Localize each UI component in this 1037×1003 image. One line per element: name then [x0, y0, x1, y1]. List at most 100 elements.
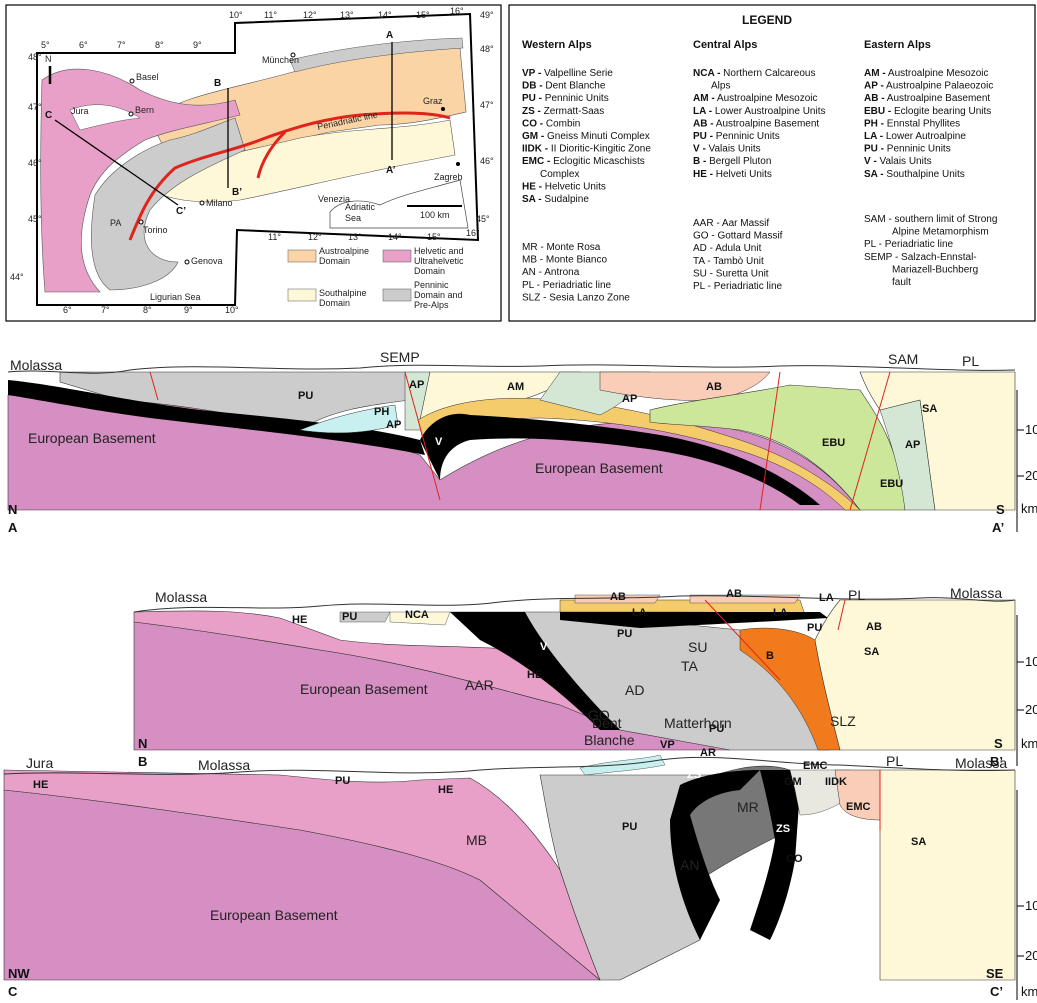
svg-text:Penninic: Penninic: [414, 280, 449, 290]
legend-entry: AAR - Aar Massif: [693, 218, 769, 229]
legend-entry: SA - Sudalpine: [522, 194, 589, 205]
section-c-matterhorn: Matterhorn: [664, 715, 732, 731]
unit-nca: NCA: [405, 609, 429, 621]
legend-entry: PH - Ennstal Phyllites: [864, 118, 960, 129]
axis-tick-label: 10: [1025, 422, 1037, 437]
svg-text:10°: 10°: [225, 305, 239, 315]
legend-entry: PL - Periadriatic line: [522, 280, 612, 291]
unit-ar: AR: [700, 747, 716, 759]
svg-text:12°: 12°: [303, 10, 317, 20]
axis-unit: km: [1021, 736, 1037, 751]
section-a-molassa: Molassa: [10, 357, 62, 373]
unit-sa: SA: [911, 836, 926, 848]
legend-entry: Mariazell-Buchberg: [892, 264, 978, 275]
legend-entry: V - Valais Units: [693, 144, 761, 155]
unit-am: AM: [507, 381, 524, 393]
svg-text:9°: 9°: [184, 305, 193, 315]
legend-entry: LA - Lower Austroalpine Units: [693, 106, 825, 117]
unit-ad: AD: [625, 682, 644, 698]
unit-la: LA: [773, 607, 788, 619]
unit-ap: AP: [409, 379, 424, 391]
legend-entry: NCA - Northern Calcareous: [693, 68, 815, 79]
legend-entry: HE - Helveti Units: [693, 169, 772, 180]
unit-mr: MR: [737, 799, 759, 815]
axis-unit: km: [1021, 501, 1037, 516]
svg-text:11°: 11°: [264, 10, 277, 20]
svg-text:Austroalpine: Austroalpine: [319, 246, 369, 256]
unit-ab: AB: [866, 621, 882, 633]
city-milano: Milano: [206, 198, 233, 208]
legend-entry: EMC - Eclogitic Micaschists: [522, 156, 645, 167]
axis-tick-label: 10: [1025, 654, 1037, 669]
map-label-c2: C’: [176, 206, 186, 217]
legend-entry: LA - Lower Autroalpine: [864, 131, 966, 142]
unit-he: HE: [438, 784, 453, 796]
legend-entry: AP - Austroalpine Palaeozoic: [864, 81, 993, 92]
legend-entry: fault: [892, 277, 911, 288]
svg-text:16°: 16°: [466, 228, 480, 238]
map-label-a2: A’: [386, 165, 396, 176]
legend-entry: MB - Monte Bianco: [522, 255, 607, 266]
unit-he: HE: [292, 614, 307, 626]
section-a-pl: PL: [962, 353, 979, 369]
legend-entry: AB - Austroalpine Basement: [693, 118, 819, 129]
legend-entry: GM - Gneiss Minuti Complex: [522, 131, 650, 142]
svg-text:7°: 7°: [101, 305, 110, 315]
svg-text:11°: 11°: [268, 232, 281, 242]
legend-entry: PU - Penninic Units: [522, 93, 609, 104]
svg-text:14°: 14°: [388, 232, 402, 242]
unit-ap: AP: [905, 439, 920, 451]
svg-text:Southalpine: Southalpine: [319, 288, 367, 298]
legend-entry: AM - Austroalpine Mesozoic: [864, 68, 989, 79]
city-torino: Torino: [143, 225, 168, 235]
svg-text:Pre-Alps: Pre-Alps: [414, 300, 449, 310]
unit-emc: EMC: [846, 801, 871, 813]
legend-entry: SAM - southern limit of Strong: [864, 214, 997, 225]
legend-entry: AD - Adula Unit: [693, 243, 762, 254]
svg-text:48°: 48°: [480, 44, 494, 54]
unit-emc: EMC: [803, 760, 828, 772]
svg-text:47°: 47°: [28, 102, 42, 112]
city-munchen: München: [262, 55, 299, 65]
svg-text:10°: 10°: [229, 10, 243, 20]
city-genova: Genova: [191, 256, 223, 266]
basement-label: European Basement: [28, 430, 156, 446]
north-label: N: [45, 54, 52, 64]
legend-entry: PU - Penninic Units: [864, 144, 951, 155]
legend-entry: GO - Gottard Massif: [693, 231, 783, 242]
section-c-pl: PL: [886, 753, 903, 769]
svg-text:9°: 9°: [193, 40, 202, 50]
svg-text:5°: 5°: [41, 40, 50, 50]
section-b-pl: PL: [848, 587, 865, 603]
legend-entry: AB - Austroalpine Basement: [864, 93, 990, 104]
svg-text:44°: 44°: [10, 272, 24, 282]
svg-text:16°: 16°: [450, 6, 464, 16]
map-label-b2: B’: [232, 187, 242, 198]
unit-ph: PH: [374, 406, 389, 418]
unit-su: SU: [688, 639, 707, 655]
basement-label: European Basement: [535, 460, 663, 476]
legend-east-heading: Eastern Alps: [864, 39, 931, 51]
end-label: A: [8, 520, 18, 535]
unit-iidk: IIDK: [825, 776, 847, 788]
unit-sa: SA: [922, 403, 937, 415]
svg-text:46°: 46°: [28, 158, 42, 168]
unit-he: HE: [33, 779, 48, 791]
legend-entry: AM - Austroalpine Mesozoic: [693, 93, 818, 104]
legend-entry: Alpine Metamorphism: [892, 227, 989, 238]
unit-b: B: [766, 650, 774, 662]
legend-entry: ZS - Zermatt-Saas: [522, 106, 604, 117]
end-label: N: [138, 736, 147, 751]
legend-entry: Complex: [540, 169, 579, 180]
svg-text:13°: 13°: [348, 232, 362, 242]
unit-ap: AP: [622, 393, 637, 405]
section-a-sam: SAM: [888, 351, 918, 367]
end-label: A’: [992, 520, 1004, 535]
basement-label: European Basement: [300, 681, 428, 697]
svg-text:Domain: Domain: [319, 298, 350, 308]
pa-label: PA: [110, 218, 121, 228]
end-label: C’: [990, 984, 1003, 999]
svg-text:6°: 6°: [63, 305, 72, 315]
legend-entry: SLZ - Sesia Lanzo Zone: [522, 292, 630, 303]
unit-ebu: EBU: [880, 478, 903, 490]
